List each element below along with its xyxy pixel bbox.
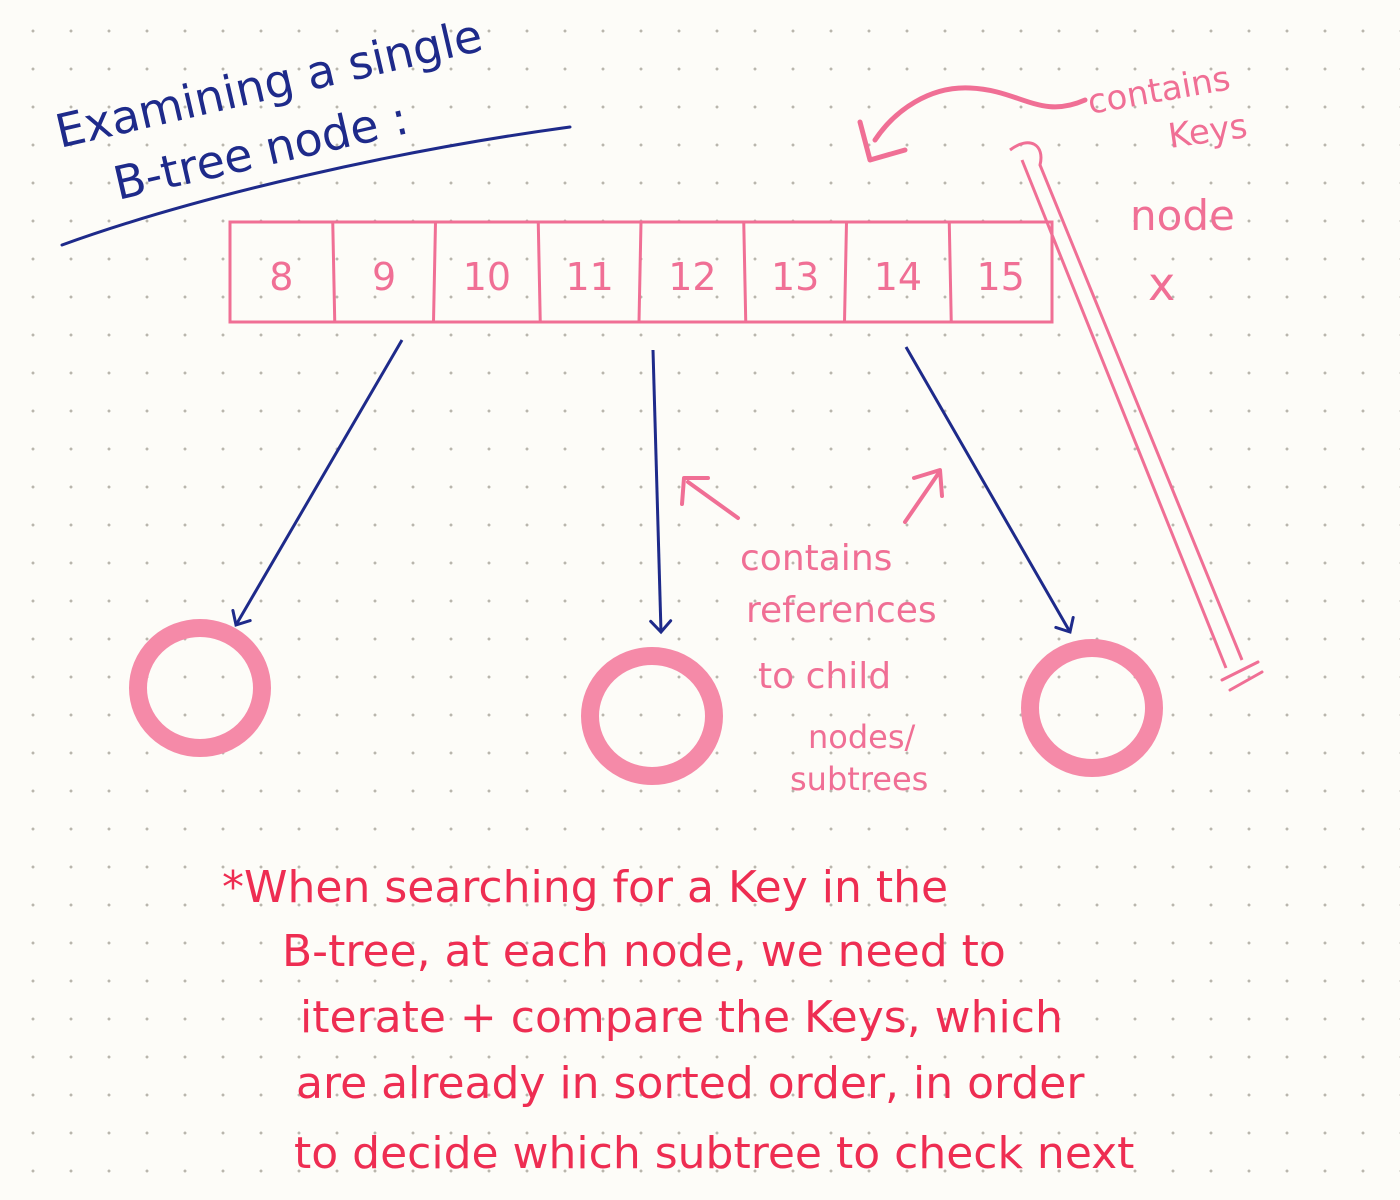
- key-divider: [637, 221, 643, 323]
- title: Examining a single B-tree node :: [50, 8, 572, 247]
- title-underline: [60, 125, 572, 247]
- references-annotation: contains references to child nodes/ subt…: [740, 538, 937, 798]
- key-cell-11: 11: [565, 255, 613, 299]
- keys-curved-arrow: [872, 85, 1088, 143]
- note-line-3: iterate + compare the Keys, which: [300, 992, 1063, 1043]
- references-line-3: to child: [758, 656, 891, 697]
- key-divider: [742, 221, 748, 323]
- search-note: *When searching for a Key in the B-tree,…: [222, 862, 1134, 1179]
- ref-arrow-left-icon: [686, 480, 740, 520]
- note-line-1: *When searching for a Key in the: [222, 862, 948, 913]
- key-cell-12: 12: [668, 255, 716, 299]
- note-line-5: to decide which subtree to check next: [294, 1128, 1134, 1179]
- pointer-arrow-right: [904, 346, 1075, 634]
- child-node-left: [129, 619, 271, 757]
- pointer-arrow-left: [231, 339, 404, 627]
- references-line-4: nodes/: [808, 718, 916, 756]
- key-dividers: [331, 221, 953, 323]
- pointer-arrow-middle: [649, 349, 673, 635]
- node-bracket-arrow: [1009, 141, 1264, 692]
- key-cell-14: 14: [874, 255, 922, 299]
- keys-label-line-2: Keys: [1166, 106, 1250, 157]
- reference-arrows: [680, 468, 944, 524]
- child-nodes: [129, 619, 1163, 785]
- key-cell-15: 15: [976, 255, 1024, 299]
- note-line-2: B-tree, at each node, we need to: [282, 926, 1006, 977]
- key-cell-8: 8: [269, 255, 293, 299]
- key-divider: [536, 221, 542, 323]
- references-line-1: contains: [740, 538, 892, 579]
- node-name: x: [1148, 257, 1175, 311]
- key-labels: 8 9 10 11 12 13 14 15: [269, 255, 1025, 299]
- note-line-4: are already in sorted order, in order: [296, 1058, 1085, 1109]
- node-label: node: [1130, 191, 1235, 240]
- key-cell-10: 10: [463, 255, 511, 299]
- key-divider: [843, 221, 848, 323]
- key-cell-13: 13: [771, 255, 819, 299]
- btree-node: 8 9 10 11 12 13 14 15: [228, 220, 1054, 324]
- key-divider: [331, 221, 337, 323]
- child-node-right: [1021, 639, 1163, 777]
- node-annotation: node x: [1130, 191, 1235, 311]
- keys-arrow-head-icon: [857, 119, 908, 163]
- key-divider: [947, 221, 953, 323]
- references-line-2: references: [746, 590, 937, 631]
- child-node-middle: [581, 647, 723, 785]
- ref-arrow-right-icon: [903, 472, 940, 524]
- child-pointers: [231, 339, 1075, 635]
- bracket-arrow-head-icon: [1220, 660, 1264, 692]
- keys-annotation: contains Keys: [857, 58, 1250, 163]
- references-line-5: subtrees: [790, 760, 928, 798]
- key-divider: [432, 221, 437, 323]
- key-cell-9: 9: [372, 255, 396, 299]
